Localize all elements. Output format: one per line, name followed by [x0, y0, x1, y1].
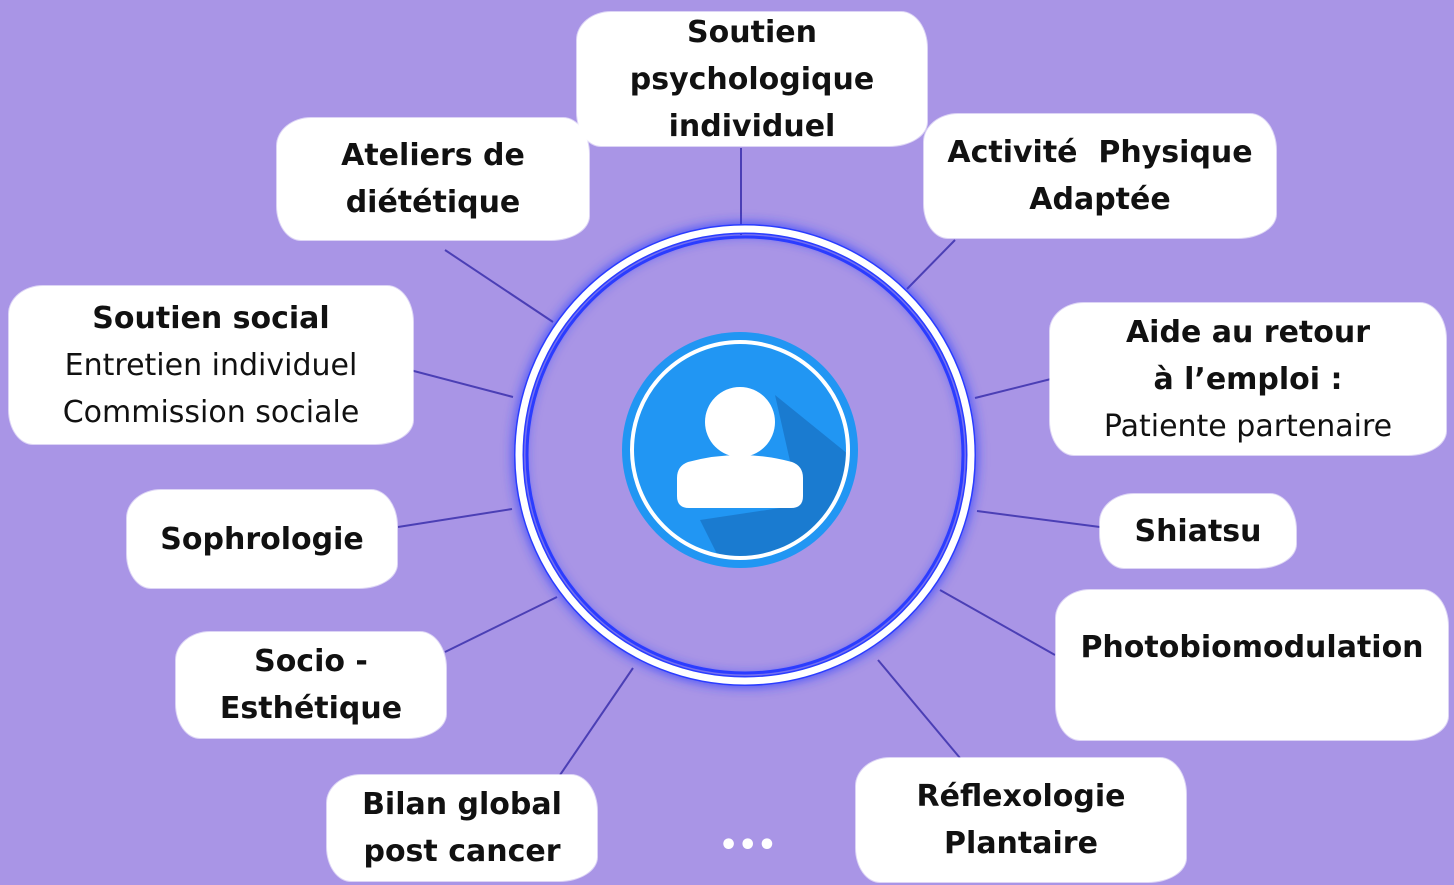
connector-soutien-social [409, 369, 514, 398]
node-reflexo-line-1: Réflexologie [916, 779, 1126, 814]
connector-bilan [559, 667, 634, 776]
node-socio-line-1: Socio - [254, 644, 368, 679]
node-shiatsu-label: Shiatsu [1134, 513, 1262, 549]
node-soutien-psychologique: Soutien psychologique individuel [577, 12, 927, 146]
node-soutien-psy-line-2: psychologique [629, 61, 875, 97]
node-aide-emploi-sub: Patiente partenaire [1103, 408, 1393, 444]
user-avatar-icon [622, 332, 858, 568]
node-soutien-social-sub-1: Entretien individuel [64, 347, 358, 383]
node-ateliers-dietetique: Ateliers de diététique [277, 118, 589, 240]
node-reflexologie-plantaire: Réflexologie Plantaire [856, 758, 1186, 882]
node-soutien-social-title: Soutien social [92, 300, 330, 336]
connectors [397, 148, 1101, 776]
node-aide-emploi-title-2: à l’emploi : [1153, 361, 1343, 397]
node-aide-emploi: Aide au retour à l’emploi : Patiente par… [1050, 303, 1446, 455]
node-photobio-label: Photobiomodulation [1080, 630, 1424, 665]
node-soutien-social-sub-2: Commission sociale [62, 394, 360, 430]
connector-photobio [939, 589, 1056, 656]
node-activite-physique: Activité Physique Adaptée [924, 114, 1276, 238]
center-ring [515, 225, 975, 685]
connector-activite [906, 239, 956, 290]
node-bilan-line-2: post cancer [363, 834, 561, 869]
node-bilan-line-1: Bilan global [362, 787, 562, 822]
connector-aide-emploi [974, 377, 1056, 399]
node-soutien-psy-line-3: individuel [668, 108, 836, 144]
node-soutien-psy-line-1: Soutien [687, 14, 817, 50]
connector-reflexo [877, 659, 961, 759]
node-activite-line-1: Activité Physique [947, 135, 1253, 170]
node-activite-line-2: Adaptée [1029, 182, 1171, 217]
connector-sophrologie [397, 508, 513, 528]
node-shiatsu: Shiatsu [1100, 494, 1296, 568]
node-ateliers-line-1: Ateliers de [341, 138, 525, 173]
connector-shiatsu [976, 510, 1101, 528]
center-ring-inner [525, 235, 965, 675]
node-bilan-global: Bilan global post cancer [327, 775, 597, 881]
connector-socio [444, 596, 558, 653]
node-photobiomodulation: Photobiomodulation [1056, 590, 1448, 740]
node-soutien-social: Soutien social Entretien individuel Comm… [9, 286, 413, 444]
more-ellipsis: ••• [719, 828, 777, 863]
node-aide-emploi-title-1: Aide au retour [1125, 314, 1371, 350]
node-socio-line-2: Esthétique [219, 691, 403, 726]
node-sophrologie-label: Sophrologie [160, 521, 364, 557]
node-ateliers-line-2: diététique [345, 185, 521, 220]
node-socio-esthetique: Socio - Esthétique [176, 632, 446, 738]
connector-ateliers [444, 249, 554, 323]
node-reflexo-line-2: Plantaire [944, 826, 1098, 861]
node-sophrologie: Sophrologie [127, 490, 397, 588]
